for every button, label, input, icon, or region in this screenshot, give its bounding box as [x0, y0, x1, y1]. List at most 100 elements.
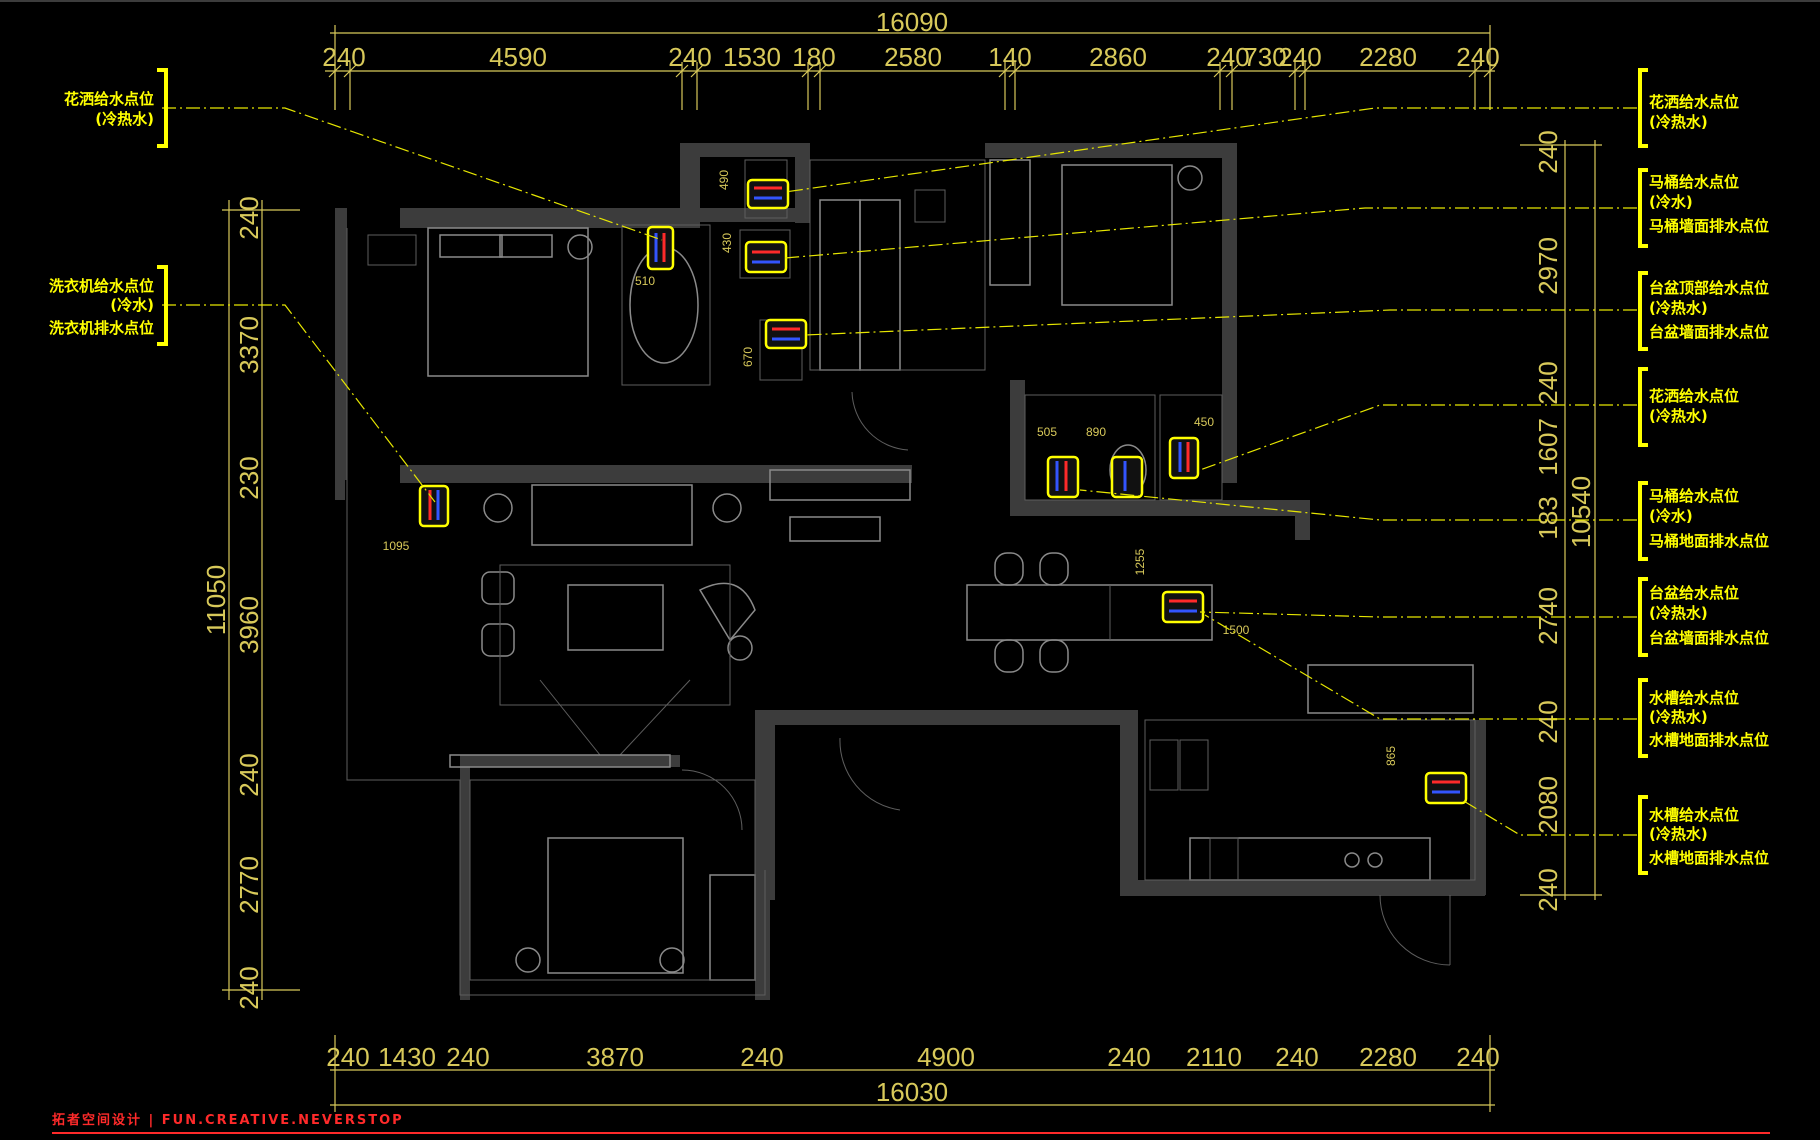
bottom-dim: 4900 [917, 1042, 975, 1072]
callout-line: (冷热水) [95, 110, 154, 128]
bottom-dim: 240 [326, 1042, 369, 1072]
callout-line: 台盆墙面排水点位 [1649, 629, 1769, 647]
inner-dim: 450 [1194, 415, 1214, 429]
top-dim: 240 [1206, 42, 1249, 72]
marker-shower-3 [1168, 436, 1200, 480]
top-dim: 1530 [723, 42, 781, 72]
bottom-dim: 240 [1456, 1042, 1499, 1072]
callout-line: 水槽地面排水点位 [1649, 849, 1769, 867]
bottom-dim: 240 [446, 1042, 489, 1072]
right-dim: 240 [1533, 130, 1563, 173]
right-dimensions: 240 2970 240 1607 183 2740 240 2080 240 … [1520, 130, 1602, 912]
bed-1 [427, 227, 589, 377]
callout-line: (冷热水) [1649, 708, 1708, 726]
inner-dim: 430 [720, 233, 734, 253]
callout-line: 马桶地面排水点位 [1649, 532, 1769, 550]
inner-dim: 865 [1384, 746, 1398, 766]
bed-2 [1061, 164, 1173, 306]
right-total-dim: 10540 [1566, 476, 1596, 548]
callout-line: 马桶给水点位 [1649, 173, 1739, 191]
bottom-total-dim: 16030 [876, 1077, 948, 1107]
inner-dim: 670 [741, 347, 755, 367]
bottom-dim: 2110 [1186, 1042, 1242, 1072]
callout-line: (冷水) [1649, 193, 1693, 211]
callout-line: 花洒给水点位 [1649, 387, 1739, 405]
top-dim: 240 [322, 42, 365, 72]
leader-lines [162, 107, 1637, 836]
bottom-dim: 1430 [378, 1042, 436, 1072]
marker-basin-3 [1161, 590, 1205, 624]
callout-line: 水槽给水点位 [1649, 689, 1739, 707]
left-dim: 2770 [234, 856, 264, 914]
callout-line: (冷水) [110, 296, 154, 314]
top-total-dim: 16090 [876, 7, 948, 37]
walls [335, 143, 1486, 1000]
callout-line: 马桶给水点位 [1649, 487, 1739, 505]
inner-dim: 510 [635, 274, 655, 288]
callout-line: (冷热水) [1649, 825, 1708, 843]
left-dim: 3960 [234, 596, 264, 654]
right-dim: 1607 [1533, 418, 1563, 476]
right-dim: 240 [1533, 700, 1563, 743]
left-dim: 3370 [234, 316, 264, 374]
right-dim: 2740 [1533, 587, 1563, 645]
top-dimensions: 16090 240 4590 240 1530 180 2580 140 286… [322, 7, 1500, 110]
sofa [531, 484, 693, 546]
callout-line: 花洒给水点位 [64, 90, 154, 108]
right-dim: 240 [1533, 868, 1563, 911]
top-dim: 2580 [884, 42, 942, 72]
callout-line: 花洒给水点位 [1649, 93, 1739, 111]
brand-text: 拓者空间设计 | FUN.CREATIVE.NEVERSTOP [52, 1112, 404, 1128]
bottom-dim: 240 [1275, 1042, 1318, 1072]
callout-line: (冷热水) [1649, 407, 1708, 425]
top-dim: 730 [1243, 42, 1286, 72]
callout-line: 台盆给水点位 [1649, 584, 1739, 602]
marker-toilet-2 [1110, 455, 1144, 499]
left-total-dim: 11050 [201, 565, 231, 635]
left-dim: 240 [234, 966, 264, 1009]
marker-shower-1 [646, 225, 675, 271]
bed-3 [547, 837, 684, 974]
inner-dim: 1095 [383, 539, 410, 553]
water-point-markers [418, 178, 1468, 805]
top-dim: 140 [988, 42, 1031, 72]
inner-dim: 490 [717, 170, 731, 190]
marker-toilet-1 [744, 240, 788, 274]
top-dim: 180 [792, 42, 835, 72]
top-dim: 240 [668, 42, 711, 72]
right-callouts: 花洒给水点位 (冷热水) 马桶给水点位 (冷水) 马桶墙面排水点位 台盆顶部给水… [1638, 68, 1769, 875]
left-dim: 240 [234, 196, 264, 239]
furniture [346, 159, 1476, 996]
bottom-dim: 3870 [586, 1042, 644, 1072]
right-dim: 240 [1533, 361, 1563, 404]
bottom-dim: 240 [1107, 1042, 1150, 1072]
callout-line: 台盆墙面排水点位 [1649, 323, 1769, 341]
inner-dim: 505 [1037, 425, 1057, 439]
marker-washer [418, 484, 450, 528]
bottom-dim: 240 [740, 1042, 783, 1072]
inner-dim: 1255 [1133, 548, 1147, 575]
right-dim: 183 [1533, 496, 1563, 539]
right-dim: 2080 [1533, 776, 1563, 834]
inner-dimensions: 490 430 510 670 1095 505 890 450 1255 15… [383, 170, 1398, 766]
callout-line: (冷热水) [1649, 299, 1708, 317]
coffee-table [567, 584, 664, 651]
callout-line: (冷水) [1649, 507, 1693, 525]
top-dim: 240 [1456, 42, 1499, 72]
marker-basin-1 [764, 318, 808, 350]
callout-line: (冷热水) [1649, 604, 1708, 622]
kitchen-counter [1307, 664, 1474, 714]
bottom-dimensions: 240 1430 240 3870 240 4900 240 2110 240 … [326, 1035, 1500, 1112]
bottom-dim: 2280 [1359, 1042, 1417, 1072]
top-dim: 4590 [489, 42, 547, 72]
callout-line: 洗衣机给水点位 [49, 277, 154, 295]
top-dim: 2860 [1089, 42, 1147, 72]
right-dim: 2970 [1533, 237, 1563, 295]
callout-line: 水槽地面排水点位 [1649, 731, 1769, 749]
top-dim: 240 [1278, 42, 1321, 72]
dining-table [966, 584, 1213, 641]
left-callouts: 花洒给水点位 (冷热水) 洗衣机给水点位 (冷水) 洗衣机排水点位 [49, 68, 168, 346]
footer: 拓者空间设计 | FUN.CREATIVE.NEVERSTOP [52, 1112, 1770, 1134]
left-dim: 230 [234, 456, 264, 499]
